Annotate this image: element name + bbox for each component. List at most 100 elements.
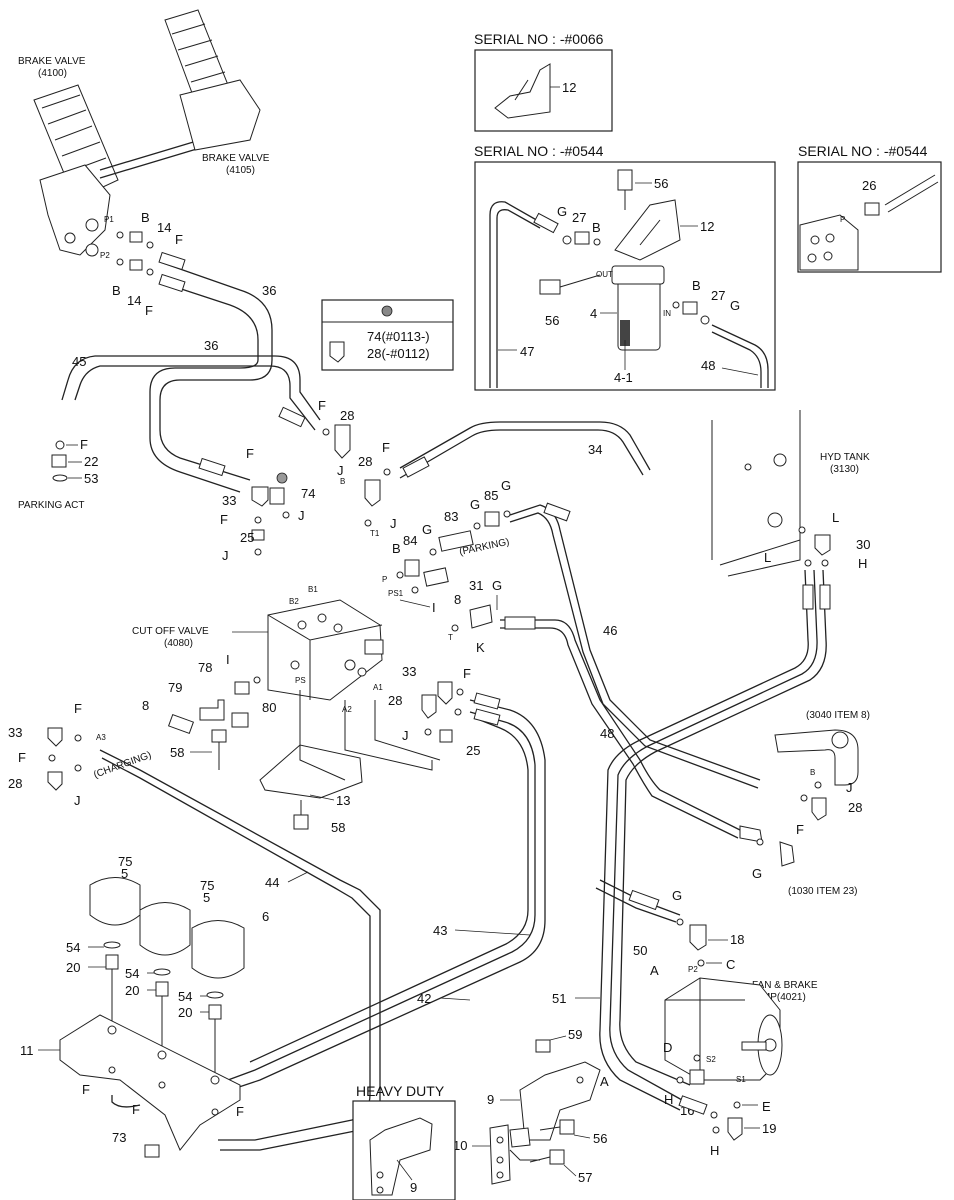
fitting-31 <box>469 604 493 629</box>
hoses-brake-lines: 36 36 45 F 22 53 PARKING ACT <box>18 251 321 511</box>
svg-text:83: 83 <box>444 509 458 524</box>
bracket-11 <box>59 1014 241 1151</box>
svg-text:(3130): (3130) <box>830 464 859 475</box>
fan-brake-pump: G 18 A P2 C FAN & BRAKE PUMP(4021) D S2 … <box>595 879 818 1158</box>
svg-text:F: F <box>246 446 254 461</box>
svg-text:75: 75 <box>200 878 214 893</box>
svg-text:S2: S2 <box>706 1055 716 1064</box>
parking-act-label: PARKING ACT <box>18 500 85 511</box>
callout-56: 56 <box>654 176 668 191</box>
svg-text:J: J <box>337 463 344 478</box>
svg-text:B: B <box>340 477 345 486</box>
svg-text:L: L <box>764 550 771 565</box>
svg-text:8: 8 <box>142 698 149 713</box>
bracket-13 <box>259 744 363 799</box>
cut-off-valve-label: CUT OFF VALVE <box>132 626 209 637</box>
hose-43 <box>229 699 546 1091</box>
svg-text:G: G <box>422 522 432 537</box>
bracket-slot <box>514 79 529 101</box>
svg-text:6: 6 <box>262 909 269 924</box>
accumulator-2 <box>139 902 191 956</box>
svg-text:58: 58 <box>170 745 184 760</box>
svg-text:P1: P1 <box>104 215 114 224</box>
valve-body-4105 <box>179 79 261 151</box>
svg-text:J: J <box>402 728 409 743</box>
svg-text:48: 48 <box>600 726 614 741</box>
bolt-56-left <box>539 279 561 295</box>
svg-text:P2: P2 <box>100 251 110 260</box>
svg-text:IN: IN <box>663 309 671 318</box>
sensor-8a <box>423 567 449 587</box>
svg-text:54: 54 <box>125 966 139 981</box>
svg-text:27: 27 <box>711 288 725 303</box>
svg-text:79: 79 <box>168 680 182 695</box>
svg-text:OUT: OUT <box>596 270 613 279</box>
svg-text:20: 20 <box>66 960 80 975</box>
svg-text:14: 14 <box>157 220 171 235</box>
bracket-12 <box>614 199 681 261</box>
svg-text:58: 58 <box>331 820 345 835</box>
bolt-58a <box>211 729 227 743</box>
accumulator-1 <box>89 877 141 926</box>
valve-block-small <box>799 214 859 271</box>
svg-text:13: 13 <box>336 793 350 808</box>
charging-text: (CHARGING) <box>92 750 153 781</box>
svg-text:A2: A2 <box>342 705 352 714</box>
svg-text:D: D <box>663 1040 672 1055</box>
svg-text:47: 47 <box>520 344 534 359</box>
svg-text:PUMP(4021): PUMP(4021) <box>748 992 806 1003</box>
bolt-56c <box>559 1119 575 1135</box>
svg-text:F: F <box>132 1102 140 1117</box>
svg-text:50: 50 <box>633 943 647 958</box>
elbow-28a <box>334 424 351 459</box>
svg-text:46: 46 <box>603 623 617 638</box>
svg-text:(4080): (4080) <box>164 638 193 649</box>
svg-text:33: 33 <box>222 493 236 508</box>
svg-text:10: 10 <box>453 1138 467 1153</box>
svg-text:5: 5 <box>203 890 210 905</box>
svg-text:B2: B2 <box>289 597 299 606</box>
svg-text:28: 28 <box>8 776 22 791</box>
svg-text:G: G <box>492 578 502 593</box>
elbow-28b <box>364 479 381 507</box>
elbow-28e <box>811 797 827 821</box>
oring-g <box>562 235 572 245</box>
svg-text:B: B <box>112 283 121 298</box>
legend-line-2: 28(-#0112) <box>367 346 430 361</box>
svg-text:L: L <box>832 510 839 525</box>
accumulator-3 <box>191 920 245 979</box>
svg-text:59: 59 <box>568 1027 582 1042</box>
legend-frame <box>321 299 454 371</box>
svg-text:G: G <box>730 298 740 313</box>
serial-box-0544-filter: SERIAL NO : -#0544 56 G 27 B 1 <box>474 143 776 391</box>
svg-text:F: F <box>80 437 88 452</box>
svg-text:9: 9 <box>487 1092 494 1107</box>
svg-text:31: 31 <box>469 578 483 593</box>
svg-text:56: 56 <box>545 313 559 328</box>
svg-text:(4100): (4100) <box>38 68 67 79</box>
svg-text:A: A <box>600 1074 609 1089</box>
svg-text:T1: T1 <box>370 529 380 538</box>
svg-text:F: F <box>236 1104 244 1119</box>
serial-box-0544-valve-title: SERIAL NO : -#0544 <box>798 143 928 159</box>
hose-34 <box>399 421 651 471</box>
valve-block-4080 <box>267 599 383 701</box>
fitting-16 <box>689 1069 705 1085</box>
svg-text:J: J <box>74 793 81 808</box>
svg-text:74: 74 <box>301 486 315 501</box>
svg-text:53: 53 <box>84 471 98 486</box>
svg-text:33: 33 <box>402 664 416 679</box>
svg-text:44: 44 <box>265 875 279 890</box>
cut-off-valve: CUT OFF VALVE (4080) B2 B1 P PS1 PS A1 A… <box>132 575 453 714</box>
svg-text:F: F <box>18 750 26 765</box>
serial-box-0544-valve: SERIAL NO : -#0544 26 P <box>797 143 942 273</box>
svg-text:A1: A1 <box>373 683 383 692</box>
svg-text:18: 18 <box>730 932 744 947</box>
legend-line-1: 74(#0113-) <box>367 329 430 344</box>
svg-text:F: F <box>82 1082 90 1097</box>
svg-text:73: 73 <box>112 1130 126 1145</box>
svg-text:84: 84 <box>403 533 417 548</box>
svg-text:8: 8 <box>454 592 461 607</box>
serial-box-0066: SERIAL NO : -#0066 12 <box>474 31 613 132</box>
